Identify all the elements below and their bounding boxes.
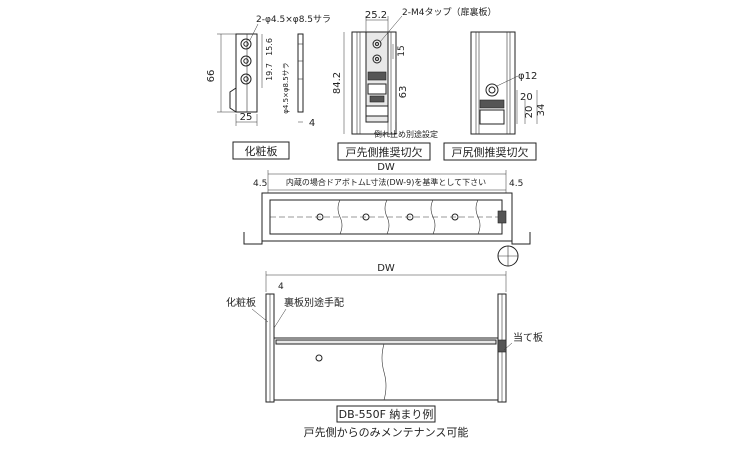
section-4-dim: 4 bbox=[278, 282, 284, 292]
decor-caption: 化粧板 bbox=[245, 144, 278, 158]
door-tail-caption: 戸尻側推奨切欠 bbox=[452, 145, 529, 159]
door-tip-63-dim: 63 bbox=[398, 86, 409, 99]
plan-note: 内蔵の場合ドアボトムL寸法(DW-9)を基準として下さい bbox=[286, 177, 486, 187]
decor-hole-note: 2-φ4.5×φ8.5サラ bbox=[256, 14, 331, 25]
decor-plate-outline bbox=[235, 33, 258, 113]
door-tip-15-dim: 15 bbox=[397, 45, 407, 56]
plan-body-inner bbox=[269, 199, 503, 235]
decor-plate-view: 66 25 4 2-φ4.5×φ8.5サラ 15.6 19.7 φ4.5×φ8.… bbox=[206, 14, 331, 160]
door-tip-tap-note: 2-M4タップ（扉裏板） bbox=[402, 6, 496, 18]
section-label-back: 裏板別途手配 bbox=[284, 296, 344, 309]
plan-dw-label: DW bbox=[377, 162, 395, 173]
door-tail-frame bbox=[470, 31, 516, 135]
decor-plate-hole-mid bbox=[240, 55, 252, 67]
door-tail-20b-dim: 20 bbox=[524, 106, 535, 119]
door-tail-phi12-dim: φ12 bbox=[518, 71, 537, 82]
section-bottom-bar bbox=[273, 337, 499, 401]
door-tip-fall-note: 倒れ止め別途設定 bbox=[374, 129, 438, 139]
section-label-stop: 当て板 bbox=[513, 331, 543, 344]
door-tail-view: φ12 20 20 34 戸尻側推奨切欠 bbox=[443, 31, 547, 161]
decor-plate-side bbox=[297, 33, 304, 113]
door-tip-width-dim: 25.2 bbox=[365, 10, 387, 21]
decor-15-6-dim: 15.6 bbox=[265, 38, 274, 56]
plan-hole-1 bbox=[316, 213, 324, 221]
decor-plate-hole-top bbox=[240, 38, 252, 50]
plan-right-dim: 4.5 bbox=[509, 179, 523, 189]
plan-left-dim: 4.5 bbox=[253, 179, 267, 189]
decor-19-7-dim: 19.7 bbox=[265, 63, 274, 81]
section-hole bbox=[315, 354, 323, 362]
plan-hole-4 bbox=[451, 213, 459, 221]
section-dw-label: DW bbox=[377, 263, 395, 274]
decor-side-note: φ4.5×φ8.5サラ bbox=[282, 62, 290, 113]
door-tip-caption-box bbox=[337, 142, 431, 161]
plan-hole-3 bbox=[406, 213, 414, 221]
door-tail-20a-dim: 20 bbox=[520, 92, 533, 103]
plan-hole-2 bbox=[362, 213, 370, 221]
plan-view: DW 4.5 4.5 内蔵の場合ドアボトムL寸法(DW-9)を基準として下さい bbox=[243, 162, 531, 267]
section-view: DW 4 化粧板 裏板別途手配 当て板 DB-550F 納まり例 戸先側からのみ… bbox=[226, 263, 543, 439]
section-caption-box bbox=[336, 405, 436, 423]
door-tail-caption-box bbox=[443, 142, 537, 161]
decor-width-dim: 25 bbox=[240, 112, 253, 123]
decor-height-dim: 66 bbox=[206, 70, 217, 83]
plan-body-outer bbox=[261, 192, 513, 242]
section-caption-title: DB-550F 納まり例 bbox=[339, 407, 434, 421]
decor-plate-hole-low bbox=[240, 73, 252, 85]
door-tip-84-2-dim: 84.2 bbox=[332, 72, 343, 94]
door-tail-hole bbox=[485, 83, 499, 97]
decor-caption-box bbox=[232, 141, 290, 160]
section-label-decor: 化粧板 bbox=[226, 296, 256, 309]
door-tip-caption: 戸先側推奨切欠 bbox=[346, 145, 423, 159]
door-tail-34-dim: 34 bbox=[536, 104, 547, 117]
decor-thickness-dim: 4 bbox=[309, 118, 315, 129]
door-tip-view: 25.2 2-M4タップ（扉裏板） 15 84.2 63 倒れ止め別途設定 戸先… bbox=[332, 6, 496, 161]
section-caption-sub: 戸先側からのみメンテナンス可能 bbox=[304, 425, 469, 439]
